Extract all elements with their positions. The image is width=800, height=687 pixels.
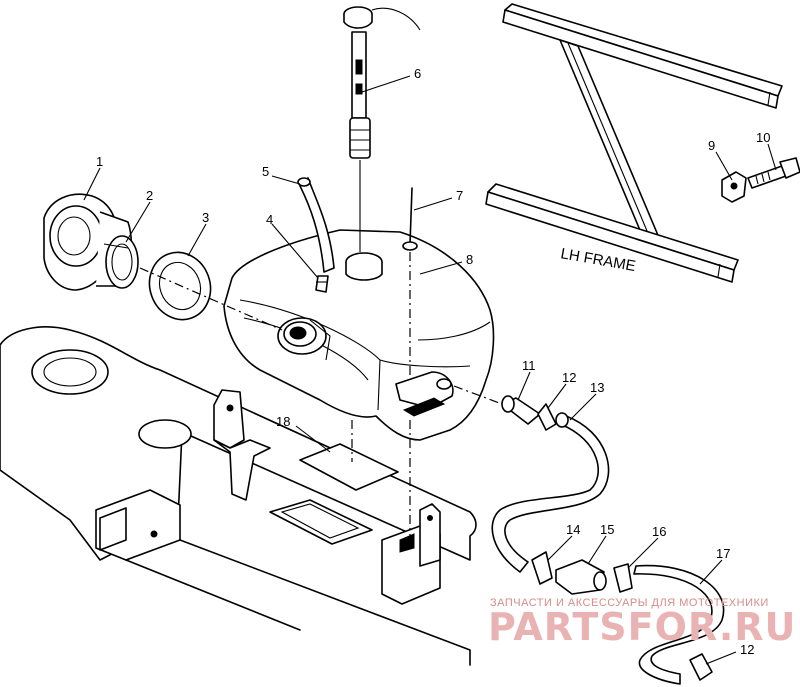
callout-15: 15: [600, 522, 614, 537]
lh-frame: [485, 3, 783, 283]
callout-4: 4: [266, 212, 273, 227]
callout-9: 9: [708, 138, 715, 153]
frame-bracket-rear: [381, 503, 441, 605]
lh-frame-label: LH FRAME: [559, 245, 637, 275]
hose-clamp-lower: [613, 563, 633, 593]
bracket-bolt: [747, 157, 800, 189]
fuel-filter: [555, 559, 607, 595]
hose-clamp-mid: [531, 551, 553, 585]
watermark: ЗАПЧАСТИ И АКСЕССУАРЫ ДЛЯ МОТОТЕХНИКИ PA…: [488, 597, 796, 649]
fuel-petcock: [501, 395, 541, 425]
fuel-dipstick: [402, 187, 418, 540]
callout-12-upper: 12: [562, 370, 576, 385]
vent-hose: [297, 177, 335, 273]
fuel-tank: [223, 229, 495, 441]
callout-12-lower: 12: [740, 642, 754, 657]
leader-lines: [83, 75, 777, 665]
hose-clamp-upper: [537, 403, 557, 431]
callout-16: 16: [652, 524, 666, 539]
callout-1: 1: [96, 154, 103, 169]
watermark-brand: PARTSFOR.RU: [488, 605, 796, 649]
callout-11: 11: [522, 358, 536, 373]
hose-clamp-end: [689, 653, 713, 681]
callout-8: 8: [466, 252, 473, 267]
callout-7: 7: [456, 188, 463, 203]
frame-bracket-left: [213, 389, 271, 501]
callout-6: 6: [414, 66, 421, 81]
cap-alignment-line: [139, 267, 283, 331]
callout-3: 3: [202, 210, 209, 225]
callout-14: 14: [566, 522, 580, 537]
fuel-outlet-line: [453, 385, 503, 405]
callout-17: 17: [716, 546, 730, 561]
fuel-gauge-sender: [343, 6, 421, 252]
callout-2: 2: [146, 188, 153, 203]
callout-5: 5: [262, 164, 269, 179]
callout-10: 10: [756, 130, 770, 145]
watermark-tagline: ЗАПЧАСТИ И АКСЕССУАРЫ ДЛЯ МОТОТЕХНИКИ: [490, 597, 769, 609]
callout-18: 18: [276, 414, 290, 429]
callout-13: 13: [590, 380, 604, 395]
fuel-hose-upper: [491, 412, 610, 573]
vent-fitting: [315, 275, 329, 293]
fuel-hose-lower: [633, 564, 725, 685]
callout-numbers: 1 2 3 4 5 6 7 8 9 10 11 12 13 14 15 16 1…: [96, 66, 770, 657]
mounting-bracket: [721, 171, 747, 203]
filler-adapter: [103, 235, 139, 289]
